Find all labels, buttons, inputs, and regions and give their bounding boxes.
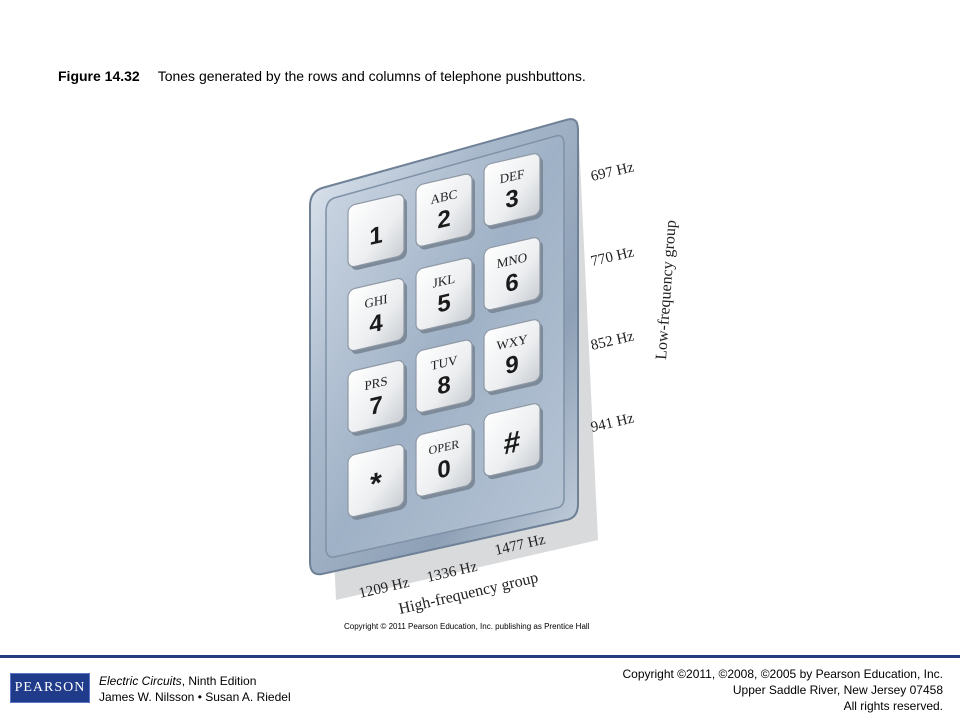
key-face[interactable] [483, 236, 541, 311]
book-authors: James W. Nilsson • Susan A. Riedel [99, 690, 291, 704]
key-star[interactable]: * [347, 442, 407, 522]
pearson-logo: PEARSON [10, 673, 90, 703]
key-digit: 6 [505, 268, 518, 298]
key-face[interactable] [415, 339, 473, 414]
key-face[interactable] [347, 277, 405, 352]
key-face[interactable] [347, 359, 405, 434]
key-face[interactable] [483, 402, 541, 477]
key-face[interactable] [483, 152, 541, 227]
key-pound[interactable]: # [483, 402, 543, 482]
address-line: Upper Saddle River, New Jersey 07458 [732, 683, 943, 697]
key-digit: 3 [505, 184, 518, 214]
key-digit: 0 [437, 455, 450, 485]
row-label-770: 770 Hz [589, 244, 636, 270]
key-digit: 9 [505, 350, 518, 380]
key-letters: GHI [364, 291, 387, 311]
key-letters: PRS [364, 373, 387, 393]
key-face[interactable] [347, 443, 405, 518]
key-face[interactable] [415, 257, 473, 332]
book-title: Electric Circuits [99, 674, 182, 688]
rights-line: All rights reserved. [843, 699, 943, 713]
publisher-info: Copyright ©2011, ©2008, ©2005 by Pearson… [622, 666, 943, 714]
key-digit: 8 [437, 371, 450, 401]
key-face[interactable] [415, 173, 473, 248]
copyright-line: Copyright ©2011, ©2008, ©2005 by Pearson… [622, 667, 943, 681]
book-title-line: Electric Circuits, Ninth Edition [99, 673, 291, 689]
key-digit: 4 [369, 309, 383, 339]
key-letters: MNO [497, 249, 527, 271]
key-digit: 2 [437, 205, 450, 235]
keypad-diagram: 1ABC2DEF3GHI4JKL5MNO6PRS7TUV8WXY9*OPER0#… [309, 118, 680, 618]
row-label-697: 697 Hz [589, 159, 636, 185]
book-info: Electric Circuits, Ninth Edition James W… [99, 673, 291, 705]
key-letters: DEF [500, 166, 525, 186]
footer-rule [0, 655, 960, 658]
figure-caption-text: Tones generated by the rows and columns … [157, 68, 586, 84]
low-frequency-group-label: Low-frequency group [653, 219, 680, 360]
key-letters: JKL [433, 271, 455, 291]
key-letters: WXY [496, 331, 528, 353]
key-digit: 5 [437, 289, 450, 319]
image-copyright: Copyright © 2011 Pearson Education, Inc.… [344, 622, 590, 631]
row-label-941: 941 Hz [589, 410, 636, 436]
key-digit: # [504, 424, 521, 461]
key-digit: 7 [369, 391, 382, 421]
key-1[interactable]: 1 [347, 192, 407, 272]
row-label-852: 852 Hz [589, 328, 636, 354]
key-letters: TUV [431, 352, 458, 373]
key-digit: 1 [369, 221, 382, 251]
key-digit: * [370, 466, 382, 502]
key-letters: ABC [431, 186, 458, 207]
key-face[interactable] [483, 318, 541, 393]
figure-caption: Figure 14.32 Tones generated by the rows … [58, 68, 586, 84]
figure-number: Figure 14.32 [58, 68, 140, 84]
book-edition: , Ninth Edition [181, 674, 257, 688]
key-face[interactable] [415, 423, 473, 498]
key-face[interactable] [347, 193, 405, 268]
